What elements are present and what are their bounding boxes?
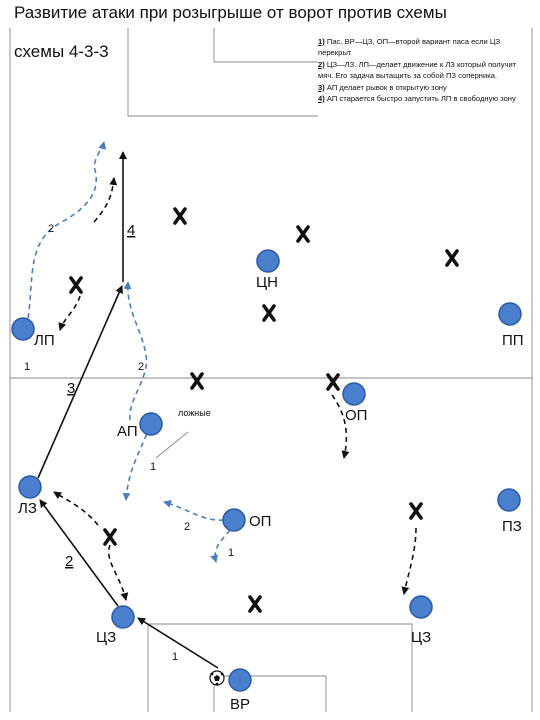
blue-runs: [27, 141, 231, 563]
player-label: ПП: [502, 332, 524, 349]
annotation-number: 1: [150, 461, 156, 473]
player-label: ВР: [230, 696, 250, 713]
note-1: 1) Пас. ВР—ЦЗ, ОП—второй вариант паса ес…: [318, 36, 523, 59]
player-label: ЛП: [34, 332, 55, 349]
player-label: ЦЗ: [96, 629, 116, 646]
annotation-number: 2: [65, 553, 73, 570]
player-vr: ВР: [228, 668, 252, 713]
note-number: 3): [318, 82, 325, 92]
opponent-marker: [409, 502, 423, 520]
bottom-penalty-box: [147, 623, 413, 712]
opponent-marker: [103, 528, 117, 546]
ap-false-run: [122, 425, 151, 501]
op-run-1: [210, 529, 231, 563]
lp-opponent-track-top: [93, 177, 118, 223]
diagram-title: Развитие атаки при розыгрыше от ворот пр…: [14, 3, 447, 22]
players: ЦН ЛП ПП ОП АП ЛЗ ОП ПЗ: [11, 249, 524, 713]
annotation-number: 4: [127, 222, 135, 239]
top-penalty-box: [127, 28, 318, 117]
player-label: ОП: [345, 407, 367, 424]
note-3: 3) АП делает рывок в открытую зону: [318, 82, 523, 93]
player-ap: АП: [117, 412, 163, 440]
player-cn: ЦН: [256, 249, 280, 291]
note-text: Пас. ВР—ЦЗ, ОП—второй вариант паса если …: [318, 37, 501, 58]
note-text: АП делает рывок в открытую зону: [324, 82, 447, 92]
note-text: АП старается быстро запустить ЛП в свобо…: [324, 94, 516, 104]
opponent-marker: [296, 225, 310, 243]
opponent-marker: [445, 249, 459, 267]
pitch-lines: [9, 28, 533, 712]
opponent-marker: [190, 372, 204, 390]
player-label: ПЗ: [502, 518, 522, 535]
annotation-number: 2: [48, 223, 54, 235]
false-run-pointer: [155, 431, 189, 459]
pass-lz-ap: [37, 285, 123, 479]
note-number: 4): [318, 94, 325, 104]
player-pp: ПП: [498, 302, 524, 349]
opponents: [69, 207, 459, 613]
player-cz-right: ЦЗ: [409, 595, 433, 646]
annotation-number: 1: [228, 547, 234, 559]
opponent-marker: [173, 207, 187, 225]
player-op-top: ОП: [342, 382, 367, 424]
note-2: 2) ЦЗ—ЛЗ. ЛП—делает движение к ЛЗ которы…: [318, 59, 523, 82]
notes-list: 1) Пас. ВР—ЦЗ, ОП—второй вариант паса ес…: [318, 36, 523, 104]
op-run-2: [163, 499, 225, 521]
pz-opponent-track: [107, 544, 129, 601]
player-lz: ЛЗ: [18, 475, 42, 517]
ball-icon: [209, 670, 225, 686]
annotation-number: 3: [67, 380, 75, 397]
annotation-number: 1: [172, 651, 178, 663]
opponent-marker: [69, 276, 83, 294]
opponent-marker: [262, 304, 276, 322]
pass-cz-lz: [39, 499, 119, 607]
player-label: ЦЗ: [411, 629, 431, 646]
player-pz: ПЗ: [497, 488, 522, 535]
lz-opponent-track: [53, 491, 99, 526]
pass-vr-cz: [137, 617, 219, 669]
annotations: 1 2 2 3 4 1 2 2 1 1 ложные: [24, 222, 234, 663]
bottom-goal-area: [213, 675, 327, 712]
player-label: ЦН: [256, 274, 278, 291]
note-number: 1): [318, 37, 325, 46]
annotation-number: 2: [138, 361, 144, 373]
black-runs: [53, 177, 417, 601]
player-label: ОП: [249, 513, 271, 530]
op-track: [331, 394, 350, 459]
opponent-marker: [248, 595, 262, 613]
player-lp: ЛП: [11, 317, 55, 349]
lp-opponent-track: [58, 295, 81, 331]
annotation-number: 1: [24, 361, 30, 373]
note-text: ЦЗ—ЛЗ. ЛП—делает движение к ЛЗ который п…: [318, 59, 517, 81]
top-goal-area: [213, 28, 318, 63]
player-op-mid: ОП: [222, 508, 271, 532]
player-label: АП: [117, 423, 138, 440]
note-number: 2): [318, 59, 325, 69]
diagram-subtitle: схемы 4-3-3: [14, 42, 109, 61]
player-cz-left: ЦЗ: [96, 605, 135, 646]
annotation-number: 2: [184, 521, 190, 533]
false-run-label: ложные: [178, 408, 211, 418]
lp-long-run: [27, 141, 107, 319]
player-label: ЛЗ: [18, 500, 37, 517]
ap-decoy-run: [123, 281, 148, 421]
opponent-marker: [326, 373, 340, 391]
note-4: 4) АП старается быстро запустить ЛП в св…: [318, 93, 523, 104]
cz-right-track: [401, 527, 417, 595]
passes: [37, 151, 219, 669]
